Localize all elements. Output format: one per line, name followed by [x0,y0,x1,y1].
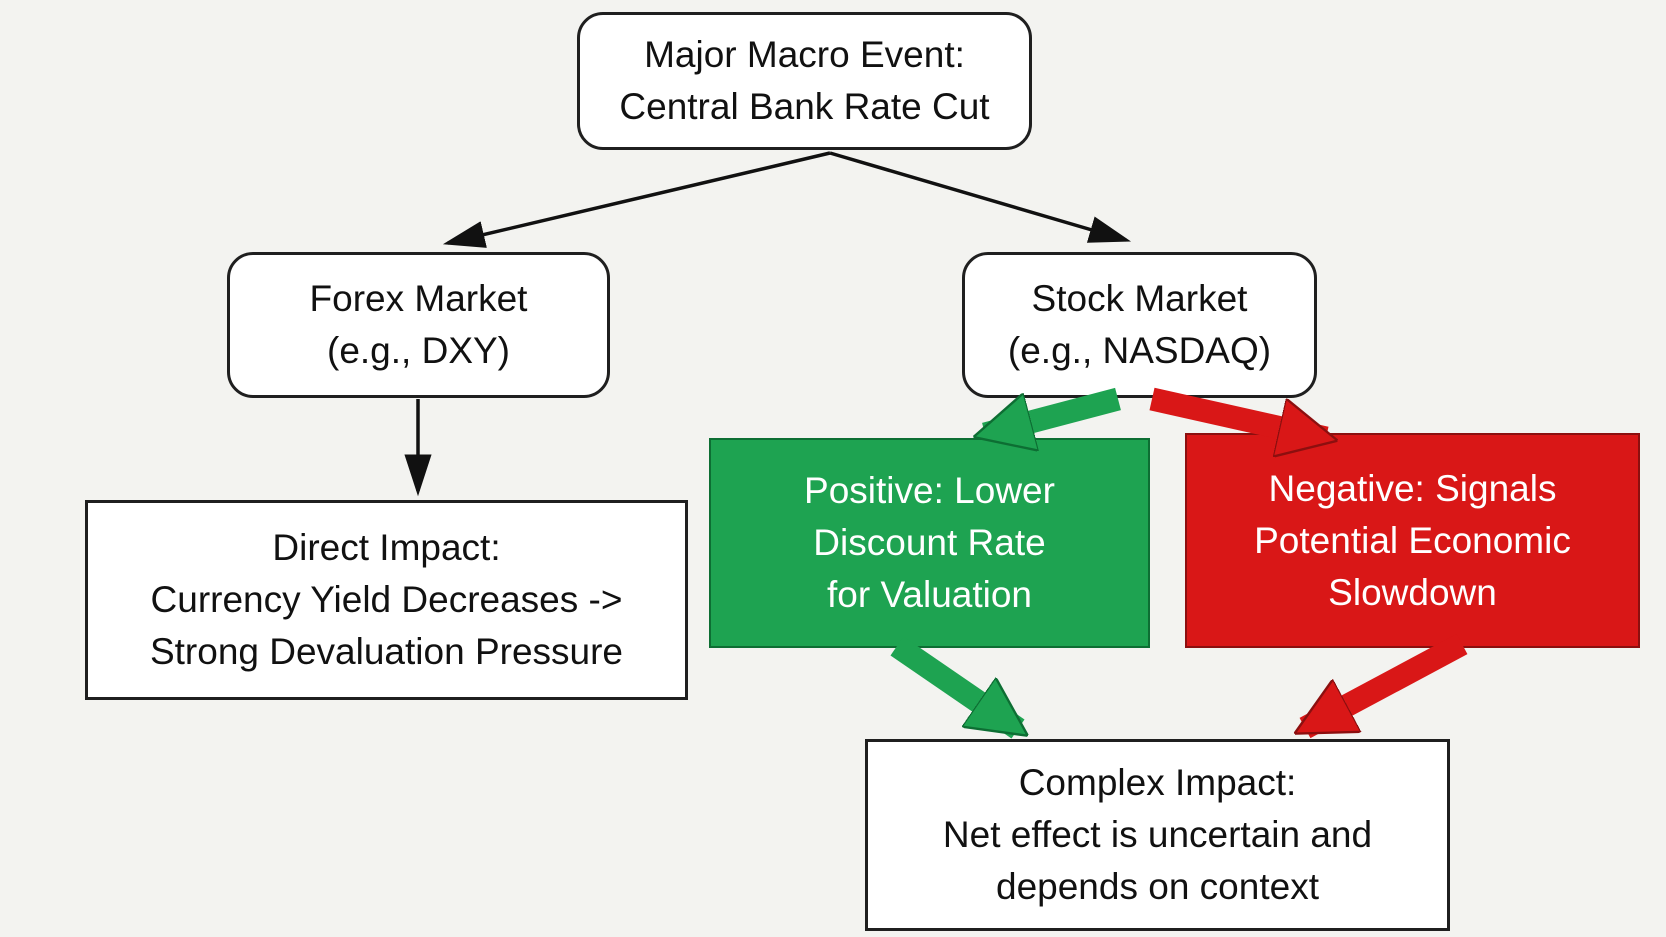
edge-stock-to-positive-arrow [985,387,1121,434]
node-stock-market: Stock Market (e.g., NASDAQ) [962,252,1317,398]
node-stock-market-line2: (e.g., NASDAQ) [1007,330,1272,371]
node-negative-impact: Negative: Signals Potential Economic Slo… [1185,433,1640,648]
node-major-macro-event: Major Macro Event: Central Bank Rate Cut [577,12,1032,150]
node-positive-impact-line1: Positive: Lower [804,470,1055,511]
node-direct-impact-line2: Currency Yield Decreases -> [150,579,623,620]
node-negative-impact-line3: Slowdown [1328,571,1497,613]
node-positive-impact-line2: Discount Rate [813,522,1046,563]
edge-event-to-forex-arrow [442,151,831,248]
node-positive-impact: Positive: Lower Discount Rate for Valuat… [709,438,1150,648]
node-forex-market: Forex Market (e.g., DXY) [227,252,610,398]
node-direct-impact-line1: Direct Impact: [272,527,501,568]
node-complex-impact-line1: Complex Impact: [1018,762,1297,803]
node-negative-impact-line1: Negative: Signals [1268,467,1557,509]
node-complex-impact-line2: Net effect is uncertain and [942,814,1373,855]
node-complex-impact-line3: depends on context [996,866,1319,907]
node-direct-impact-line3: Strong Devaluation Pressure [149,631,624,672]
edge-event-to-stock-arrow [829,151,1132,243]
node-forex-market-line1: Forex Market [309,278,528,319]
node-direct-impact: Direct Impact: Currency Yield Decreases … [85,500,688,700]
edge-positive-to-complex-arrow [890,636,1018,739]
node-positive-impact-line3: for Valuation [827,574,1032,615]
node-forex-market-line2: (e.g., DXY) [327,330,510,371]
node-complex-impact: Complex Impact: Net effect is uncertain … [865,739,1450,931]
node-stock-market-line1: Stock Market [1031,278,1248,319]
edge-negative-to-complex-arrow [1305,633,1468,739]
node-major-macro-event-line1: Major Macro Event: [644,34,965,75]
node-major-macro-event-line2: Central Bank Rate Cut [619,86,990,127]
node-negative-impact-line2: Potential Economic [1254,519,1571,561]
